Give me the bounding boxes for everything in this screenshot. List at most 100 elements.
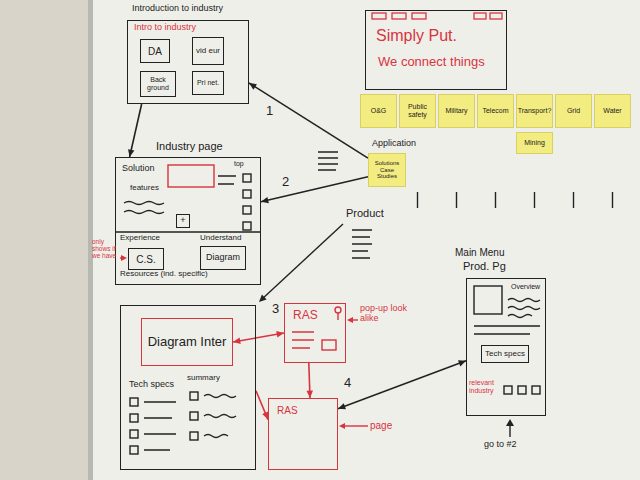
scribble-line xyxy=(292,332,314,348)
menu-lines xyxy=(352,230,372,258)
thumb-box xyxy=(190,432,198,440)
sketch-text: Introduction to industry xyxy=(132,4,223,14)
menu-tick xyxy=(456,192,457,208)
sticky-note: Telecom xyxy=(477,94,514,128)
antenna-symbol xyxy=(335,307,341,313)
sketch-text: Pri net. xyxy=(197,79,219,87)
scribble-line xyxy=(508,315,532,318)
scribble-line xyxy=(474,326,540,334)
sketch-text: O&G xyxy=(371,107,387,115)
banner-box: Simply Put. We connect things xyxy=(365,10,507,90)
arrow-head xyxy=(276,331,284,337)
sketch-text: 4 xyxy=(344,376,351,390)
sketch-text: Water xyxy=(603,107,621,115)
thumb-box xyxy=(130,398,138,406)
sketch-text: Tech specs xyxy=(129,380,174,390)
scribble-line xyxy=(508,299,540,302)
thumb-box xyxy=(243,174,251,182)
sticky-note: Transport? xyxy=(516,94,553,128)
sketch-text: Mining xyxy=(524,139,545,147)
thumb-box xyxy=(130,430,138,438)
page-frame: Main MenuProd. PgOverviewrelevant indust… xyxy=(466,278,546,416)
thumb-box xyxy=(532,386,540,394)
arrow-head xyxy=(259,295,267,303)
page-frame: Tech specssummaryDiagram Inter xyxy=(120,305,256,470)
connector xyxy=(256,391,268,420)
scribble-line xyxy=(204,415,236,418)
sketch-text: Resources (ind. specific) xyxy=(120,270,208,279)
antenna-symbol xyxy=(337,313,338,320)
arrow-head xyxy=(121,255,127,261)
thumb-box xyxy=(130,446,138,454)
arrow-head xyxy=(261,197,269,203)
page-frame: Introduction to industryIntro to industr… xyxy=(127,20,249,104)
sticky-note: Mining xyxy=(516,132,553,154)
sticky-note: Public safety xyxy=(399,94,436,128)
sketch-text: Transport? xyxy=(518,107,552,115)
section-box: C.S. xyxy=(128,248,164,270)
page-frame: Industry pageSolutionfeaturestopExperien… xyxy=(115,157,261,285)
sticky-note: SolutionsCase Studies xyxy=(368,153,406,187)
tab-sketch xyxy=(392,13,406,19)
sketch-text: Solutions xyxy=(375,160,400,167)
sketch-text: Product xyxy=(346,207,384,219)
sketch-text: Public safety xyxy=(402,103,433,118)
sketch-text: Simply Put. xyxy=(376,27,457,45)
sketch-text: Application xyxy=(372,139,416,149)
leader-line xyxy=(345,425,368,426)
sketch-text: Intro to industry xyxy=(134,23,196,33)
arrow-head xyxy=(306,391,313,398)
thumb-box xyxy=(504,386,512,394)
arrow-head xyxy=(506,419,514,426)
arrow-line xyxy=(261,224,343,300)
scribble-line xyxy=(144,402,176,450)
connector xyxy=(261,177,368,202)
sketch-text: Telecom xyxy=(482,107,508,115)
wall xyxy=(0,0,88,480)
sketch-text: Diagram xyxy=(206,253,240,263)
sketch-text: Main Menu xyxy=(455,247,504,258)
sketch-text: Tech specs xyxy=(485,350,525,359)
thumb-box xyxy=(518,386,526,394)
sketch-text: C.S. xyxy=(136,254,155,265)
thumb-box xyxy=(190,392,198,400)
arrow-line xyxy=(509,425,510,437)
hamburger-menu xyxy=(318,152,338,170)
sketch-text: page xyxy=(370,420,392,431)
tile-box: vid eur xyxy=(192,37,224,65)
scribble-line xyxy=(124,211,164,214)
sticky-note: Grid xyxy=(555,94,592,128)
section-box: Tech specs xyxy=(481,345,529,363)
sketch-text: Experience xyxy=(120,234,160,243)
sketch-text: pop-up look alike xyxy=(360,304,408,324)
sketch-text: Back ground xyxy=(143,76,173,91)
divider-line xyxy=(116,231,260,232)
sketch-text: RAS xyxy=(277,405,298,416)
tab-sketch xyxy=(412,13,426,19)
sketch-text: 2 xyxy=(282,175,289,189)
tile-box: Pri net. xyxy=(192,71,224,95)
page-box: RAS xyxy=(268,398,338,470)
menu-tick xyxy=(573,192,574,208)
menu-tick xyxy=(534,192,535,208)
sticky-note: Water xyxy=(594,94,631,128)
menu-tick xyxy=(612,192,613,208)
scribble-line xyxy=(204,395,236,398)
sketch-text: Grid xyxy=(567,107,580,115)
menu-tick xyxy=(417,192,418,208)
sketch-text: Industry page xyxy=(156,140,223,152)
sketch-text: 3 xyxy=(272,302,279,316)
diagram-box: Diagram Inter xyxy=(141,318,233,366)
sketch-text: top xyxy=(234,160,244,168)
sticky-note: O&G xyxy=(360,94,397,128)
tab-sketch xyxy=(490,13,502,19)
sketch-text: Solution xyxy=(122,164,155,174)
scribble-line xyxy=(204,435,228,438)
connector xyxy=(233,333,284,342)
thumb-box xyxy=(190,412,198,420)
tile-box: Back ground xyxy=(140,71,176,97)
sketch-text: We connect things xyxy=(378,55,485,69)
sketch-text: Prod. Pg xyxy=(463,260,506,272)
scribble-line xyxy=(508,307,540,310)
